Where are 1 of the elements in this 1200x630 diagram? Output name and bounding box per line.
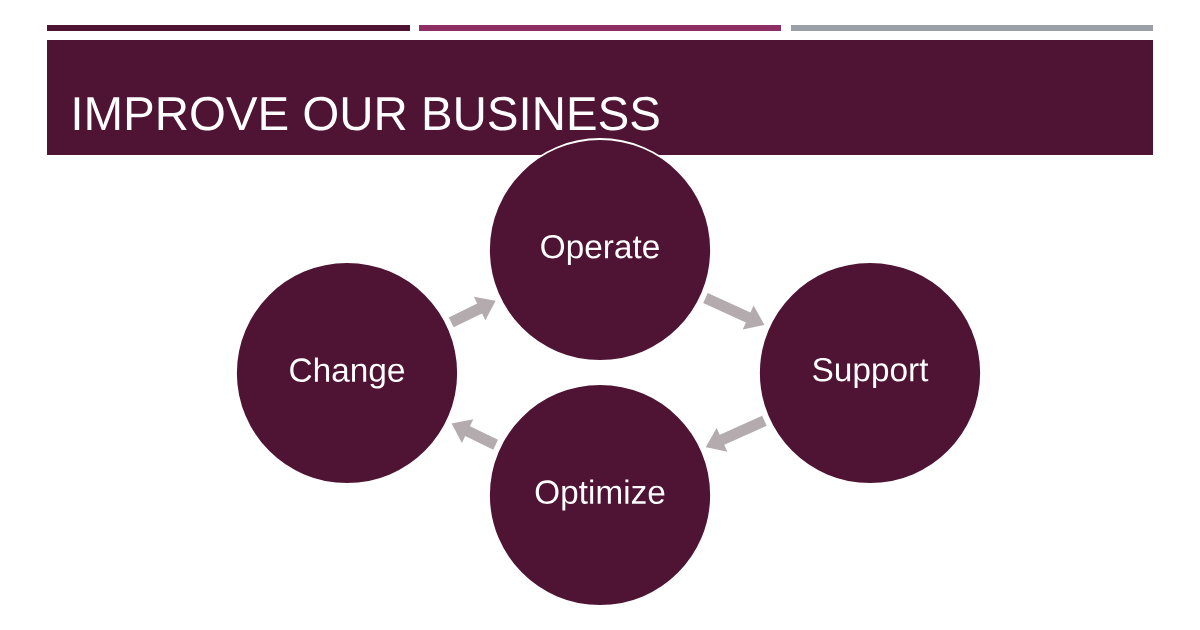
slide-title: IMPROVE OUR BUSINESS bbox=[74, 96, 659, 131]
